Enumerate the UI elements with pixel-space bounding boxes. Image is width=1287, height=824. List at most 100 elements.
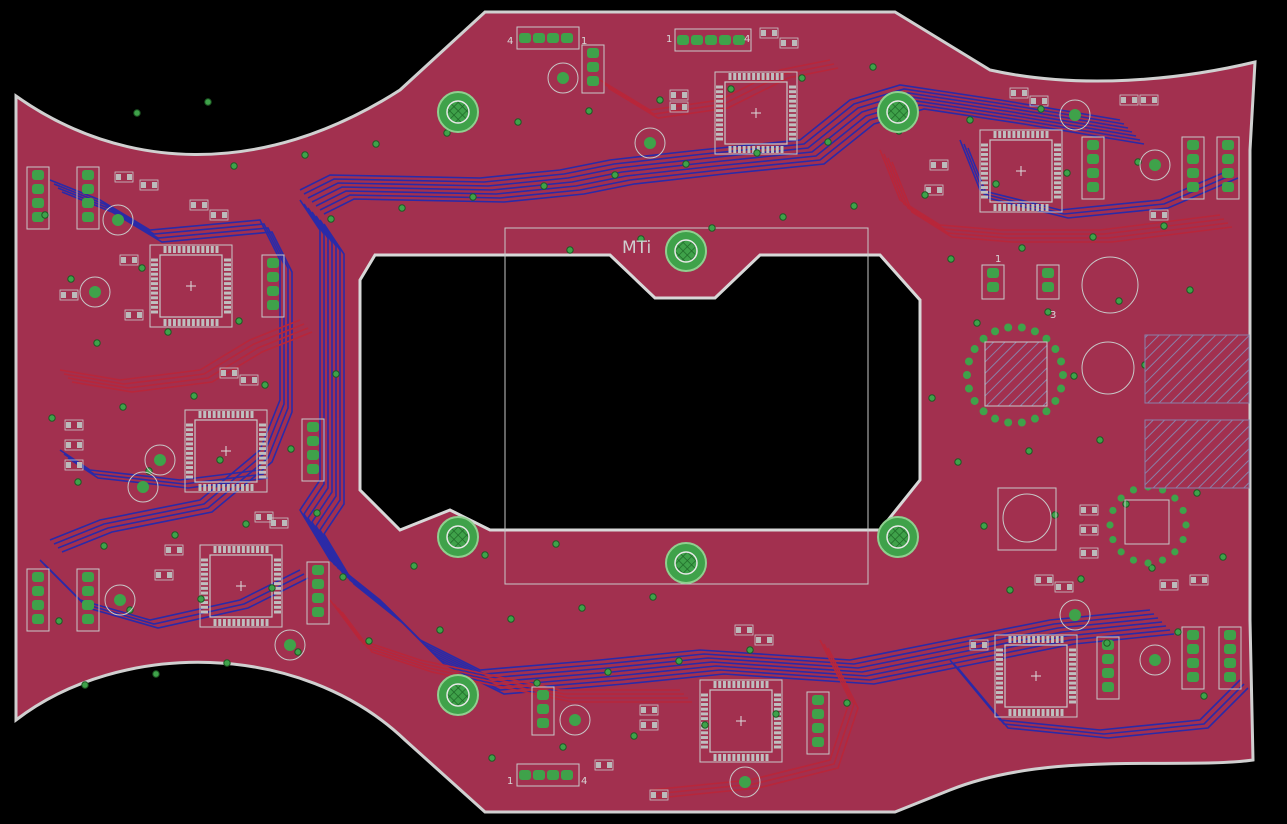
component-layer (26, 26, 1242, 801)
chip-pin (789, 123, 796, 127)
power-pad (1017, 323, 1026, 332)
chip-pin (212, 411, 216, 418)
smd-part (189, 199, 209, 211)
smd-pad (1121, 97, 1126, 103)
chip-pin (215, 319, 219, 326)
smd-outline (1139, 94, 1159, 106)
smd-pad (682, 92, 687, 98)
hole-drill (886, 100, 910, 124)
mounting-hole (877, 516, 919, 558)
header-pad (1187, 154, 1199, 164)
chip-pin (274, 558, 281, 562)
smd-pad (1132, 97, 1137, 103)
chip-outline (699, 679, 783, 763)
via (152, 670, 160, 678)
via (753, 149, 761, 157)
via (1089, 233, 1097, 241)
trace (957, 667, 1249, 739)
trace (311, 96, 1133, 203)
smd-outline (969, 639, 989, 651)
chip-pin (186, 451, 193, 455)
smd-pad (682, 104, 687, 110)
via (1044, 308, 1052, 316)
smd-pad (132, 257, 137, 263)
capacitor-outline (1139, 644, 1171, 676)
capacitor-pad (644, 137, 656, 149)
via (540, 182, 548, 190)
header-pad (561, 33, 573, 43)
via (1148, 564, 1156, 572)
capacitor-outline (127, 471, 159, 503)
chip-pin (716, 99, 723, 103)
pin-header (76, 166, 100, 230)
smd-part (1009, 87, 1029, 99)
smd-part (669, 89, 689, 101)
chip-pin (1036, 131, 1040, 138)
smd-pad (137, 312, 142, 318)
via (81, 681, 89, 689)
trace (311, 211, 1163, 683)
chip-pin (1060, 709, 1064, 716)
chip-pin (1032, 709, 1036, 716)
chip-pin (224, 301, 231, 305)
via (235, 317, 243, 325)
header-pad (812, 709, 824, 719)
smd-pad (767, 637, 772, 643)
chip-pin (713, 681, 717, 688)
smd-outline (1149, 209, 1169, 221)
smd-pad (141, 182, 146, 188)
header-pad (1102, 682, 1114, 692)
hole-drill (886, 525, 910, 549)
header-pad (812, 737, 824, 747)
chip-pin (716, 118, 723, 122)
chip-pin (780, 73, 784, 80)
via (100, 542, 108, 550)
trace (303, 203, 1155, 675)
chip-pin (259, 461, 266, 465)
chip-pin (1054, 157, 1061, 161)
header-pad (267, 258, 279, 268)
capacitor-pad (569, 714, 581, 726)
chip-pin (201, 572, 208, 576)
smd-outline (929, 159, 949, 171)
chip-pin (274, 610, 281, 614)
trace (337, 607, 688, 699)
trace (47, 567, 309, 629)
pin-header (261, 254, 285, 318)
via (204, 98, 212, 106)
capacitor-outline (144, 444, 176, 476)
header-pad (1187, 672, 1199, 682)
chip-pin (981, 157, 988, 161)
chip-pin (774, 721, 781, 725)
chip-pin (274, 605, 281, 609)
capacitor (547, 62, 579, 94)
capacitor (102, 204, 134, 236)
header-pad (1042, 268, 1054, 278)
trace (299, 199, 1151, 671)
smd-pad (1031, 98, 1036, 104)
via (1018, 244, 1026, 252)
smd-pad (662, 792, 667, 798)
smd-outline (64, 459, 84, 471)
chip-pin (186, 461, 193, 465)
power-pad (1109, 506, 1117, 515)
chip-pin (728, 146, 732, 153)
chip-body (194, 419, 258, 483)
chip-pin (1017, 636, 1021, 643)
chip-pin (1054, 171, 1061, 175)
smd-part (269, 517, 289, 529)
via (1160, 222, 1168, 230)
smd-part (639, 719, 659, 731)
smd-pad (651, 792, 656, 798)
power-pad (1057, 384, 1066, 393)
smd-part (969, 639, 989, 651)
power-pad (1106, 521, 1114, 529)
chip-pin (265, 546, 269, 553)
smd-pad (736, 627, 741, 633)
header-pad (812, 695, 824, 705)
header-outline (26, 166, 50, 230)
header-outline (1181, 626, 1205, 690)
via (436, 626, 444, 634)
smd-pad (77, 422, 82, 428)
header-outline (674, 28, 752, 52)
